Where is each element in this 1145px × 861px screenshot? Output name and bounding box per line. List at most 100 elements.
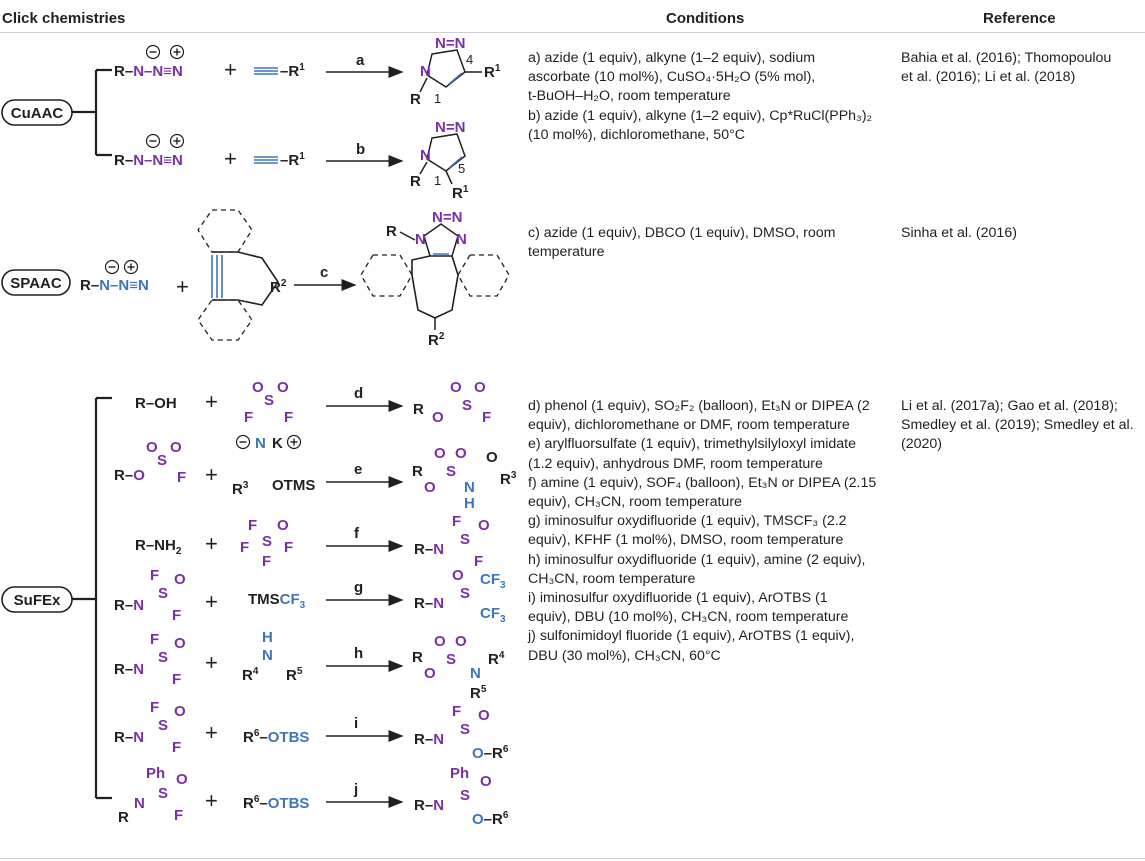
svg-text:R–N–N≡N: R–N–N≡N [114, 63, 183, 80]
svg-text:R–N–N≡N: R–N–N≡N [114, 152, 183, 169]
alkyne-a: –R1 [254, 62, 305, 80]
svg-text:S: S [460, 531, 470, 548]
svg-text:H: H [262, 629, 273, 646]
svg-text:CF3: CF3 [480, 571, 506, 591]
svg-text:S: S [446, 463, 456, 480]
svg-text:R6–OTBS: R6–OTBS [243, 728, 309, 746]
svg-text:R–N: R–N [114, 661, 144, 678]
label-j: j [353, 781, 358, 798]
references-sufex: Li et al. (2017a); Gao et al. (2018); Sm… [901, 398, 1134, 453]
svg-text:R: R [118, 809, 129, 826]
svg-text:R2: R2 [428, 331, 445, 349]
reaction-a: R–N–N≡N + –R1 a N=N N 4 R1 R 1 [114, 35, 501, 108]
svg-text:R1: R1 [452, 184, 469, 202]
conditions-sufex: d) phenol (1 equiv), SO₂F₂ (balloon), Et… [528, 398, 877, 664]
svg-text:O: O [486, 449, 498, 466]
svg-text:H: H [464, 495, 475, 512]
svg-text:+: + [224, 57, 237, 82]
svg-text:R5: R5 [470, 684, 487, 702]
svg-text:N: N [262, 647, 273, 664]
svg-text:+: + [205, 462, 218, 487]
svg-text:F: F [452, 703, 461, 720]
svg-text:+: + [205, 788, 218, 813]
svg-text:O: O [170, 439, 182, 456]
svg-text:F: F [244, 409, 253, 426]
svg-text:S: S [460, 721, 470, 738]
svg-text:R–N: R–N [114, 729, 144, 746]
svg-text:R: R [410, 91, 421, 108]
svg-text:O: O [176, 771, 188, 788]
svg-text:O: O [434, 633, 446, 650]
alkyne-b: –R1 [254, 151, 305, 169]
label-b: b [356, 141, 365, 158]
label-d: d [354, 385, 363, 402]
svg-text:R5: R5 [286, 666, 303, 684]
svg-text:TMSCF3: TMSCF3 [248, 591, 306, 611]
svg-text:O: O [432, 409, 444, 426]
reaction-b: R–N–N≡N + –R1 b N=N N 5 R1 R 1 [114, 119, 469, 202]
svg-text:–R1: –R1 [280, 62, 305, 80]
svg-text:O: O [455, 445, 467, 462]
footer-rule [0, 858, 1145, 859]
svg-text:F: F [172, 607, 181, 624]
svg-text:F: F [172, 739, 181, 756]
svg-text:F: F [240, 539, 249, 556]
cuaac-label: CuAAC [11, 105, 64, 122]
svg-text:K: K [272, 435, 283, 452]
svg-text:OTMS: OTMS [272, 477, 315, 494]
svg-text:O: O [480, 773, 492, 790]
svg-text:S: S [158, 717, 168, 734]
svg-text:R–N: R–N [414, 731, 444, 748]
svg-text:S: S [460, 585, 470, 602]
svg-text:4: 4 [466, 52, 473, 67]
references-spaac: Sinha et al. (2016) [901, 225, 1017, 241]
svg-text:R3: R3 [232, 480, 249, 498]
svg-text:O: O [424, 665, 436, 682]
svg-text:N=N: N=N [432, 209, 462, 226]
header-rule [0, 32, 1145, 33]
header-reference: Reference [983, 10, 1056, 27]
svg-text:R3: R3 [500, 470, 517, 488]
svg-text:S: S [462, 397, 472, 414]
svg-text:Ph: Ph [450, 765, 469, 782]
product-triazole-14: N=N N 4 R1 R 1 [410, 35, 501, 108]
svg-text:R2: R2 [270, 278, 287, 296]
svg-text:O: O [174, 703, 186, 720]
svg-text:F: F [150, 567, 159, 584]
svg-text:F: F [174, 807, 183, 824]
svg-text:N: N [255, 435, 266, 452]
spaac-product: N=N N N R R2 [360, 209, 510, 349]
svg-text:S: S [158, 585, 168, 602]
dbco-reagent: R2 [197, 209, 287, 341]
svg-text:F: F [150, 699, 159, 716]
svg-text:R: R [413, 401, 424, 418]
svg-text:S: S [158, 649, 168, 666]
label-g: g [354, 579, 363, 596]
svg-text:R: R [412, 463, 423, 480]
svg-text:F: F [482, 409, 491, 426]
conditions-cuaac: a) azide (1 equiv), alkyne (1–2 equiv), … [528, 50, 873, 143]
header-click-chemistries: Click chemistries [2, 10, 126, 27]
svg-text:CF3: CF3 [480, 605, 506, 625]
svg-text:N: N [456, 231, 467, 248]
svg-text:O: O [474, 379, 486, 396]
svg-text:O: O [277, 379, 289, 396]
svg-text:F: F [284, 539, 293, 556]
reaction-schemes: CuAAC R–N–N≡N + –R1 a N=N N 4 R1 [1, 35, 517, 828]
svg-text:R1: R1 [484, 63, 501, 81]
svg-text:R–O: R–O [114, 467, 145, 484]
header-conditions: Conditions [666, 10, 745, 27]
svg-text:R6–OTBS: R6–OTBS [243, 794, 309, 812]
label-i: i [354, 715, 358, 732]
svg-text:R4: R4 [488, 650, 505, 668]
svg-text:O: O [174, 635, 186, 652]
svg-text:O: O [434, 445, 446, 462]
svg-text:O: O [424, 479, 436, 496]
svg-text:1: 1 [434, 173, 441, 188]
svg-text:+: + [205, 389, 218, 414]
